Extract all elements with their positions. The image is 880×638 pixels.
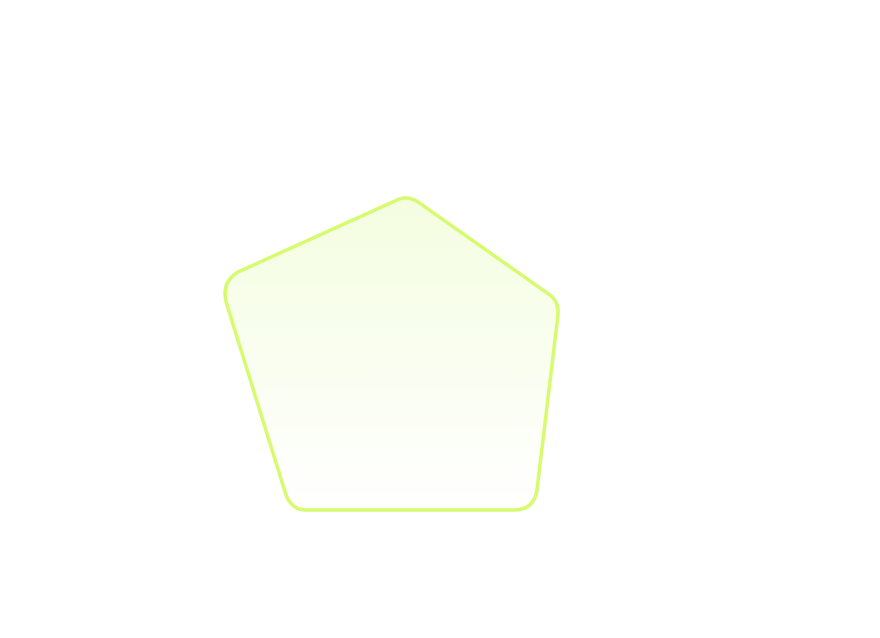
- pentagon-shape[interactable]: [223, 196, 560, 512]
